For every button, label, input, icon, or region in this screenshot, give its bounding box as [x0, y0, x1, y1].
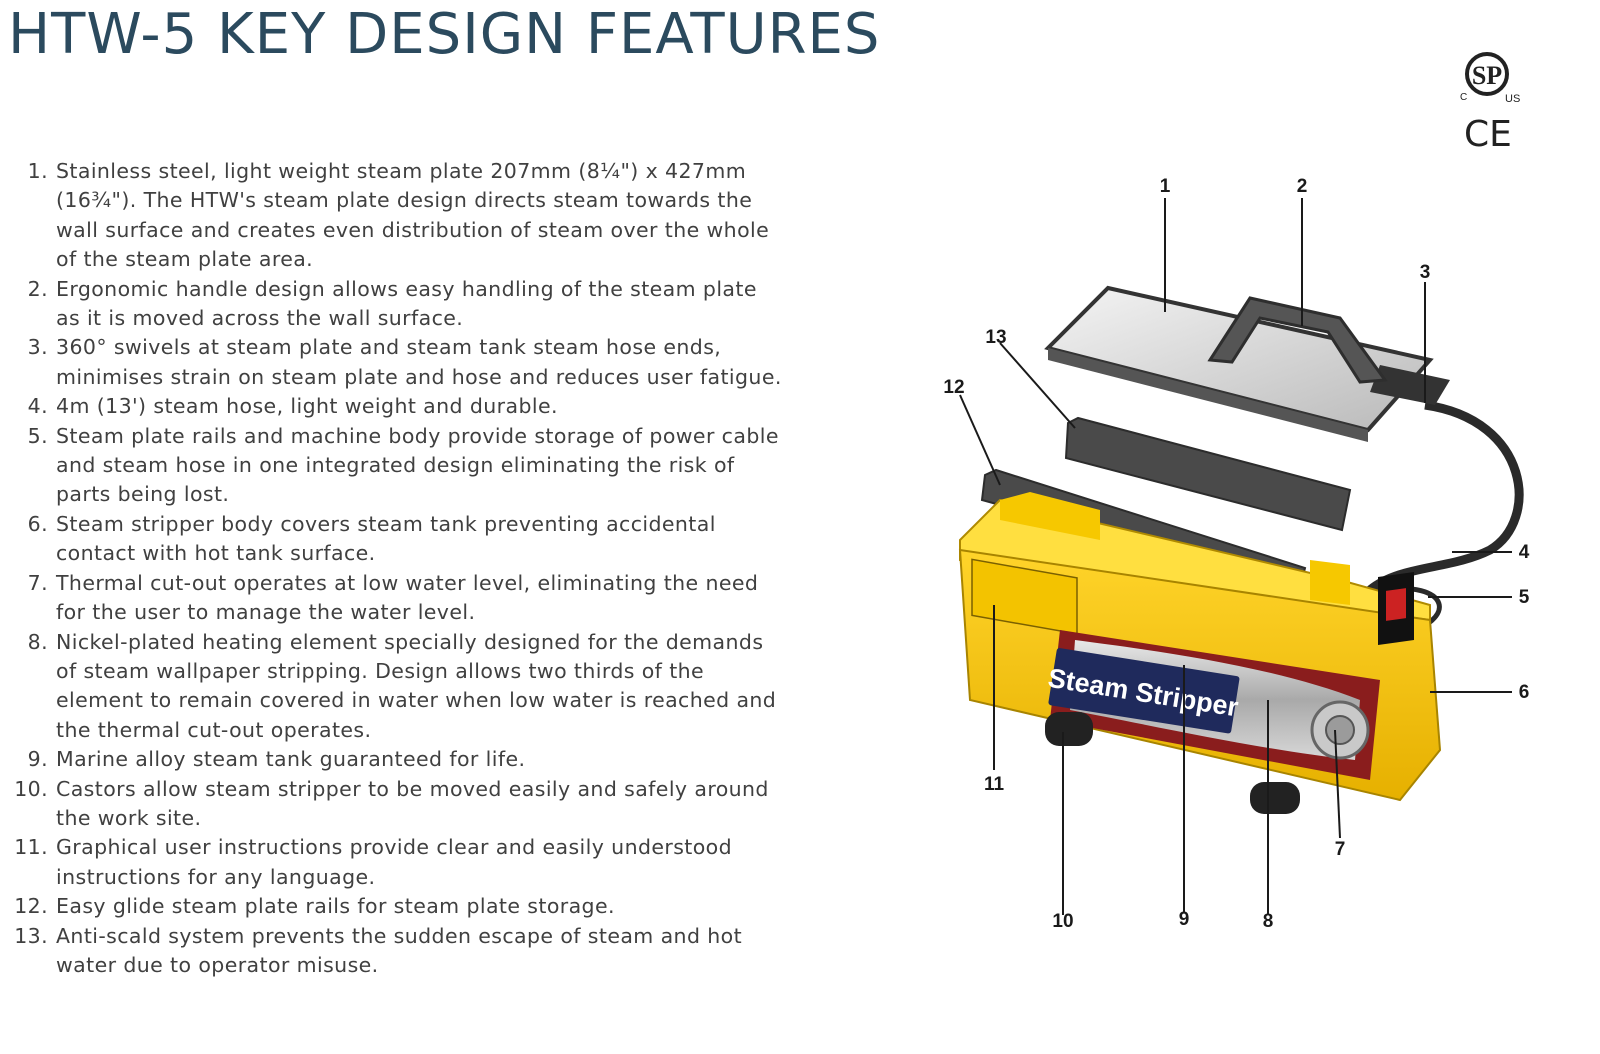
feature-number: 2. — [27, 276, 48, 301]
feature-item: 7. Thermal cut-out operates at low water … — [14, 569, 784, 628]
callout-11: 11 — [984, 774, 1005, 795]
feature-number: 10. — [14, 776, 48, 801]
steam-stripper-diagram: Steam Stripper 1 2 3 4 5 6 7 8 9 10 11 1… — [943, 176, 1530, 932]
feature-number: 4. — [27, 394, 48, 419]
feature-text: 360° swivels at steam plate and steam ta… — [56, 335, 782, 389]
feature-list: 1. Stainless steel, light weight steam pl… — [14, 157, 784, 980]
steam-plate — [1044, 285, 1450, 442]
steam-hose — [1367, 400, 1524, 594]
callout-8: 8 — [1263, 911, 1274, 932]
machine-body: Steam Stripper — [958, 492, 1442, 802]
callout-9: 9 — [1179, 909, 1190, 930]
feature-item: 5. Steam plate rails and machine body pro… — [14, 422, 784, 510]
feature-item: 11. Graphical user instructions provide c… — [14, 833, 784, 892]
feature-text: Graphical user instructions provide clea… — [56, 835, 733, 889]
callout-2: 2 — [1297, 176, 1308, 197]
leader-lines — [959, 198, 1512, 915]
feature-number: 13. — [14, 923, 48, 948]
feature-text: Marine alloy steam tank guaranteed for l… — [56, 747, 526, 772]
castors — [1045, 712, 1300, 814]
feature-text: Ergonomic handle design allows easy hand… — [56, 276, 757, 331]
feature-number: 8. — [27, 629, 48, 654]
feature-text: Stainless steel, light weight steam plat… — [56, 159, 770, 272]
feature-item: 9. Marine alloy steam tank guaranteed for… — [14, 745, 784, 774]
callout-1: 1 — [1160, 176, 1171, 197]
page-title: HTW-5 KEY DESIGN FEATURES — [8, 2, 881, 67]
feature-number: 6. — [27, 511, 48, 536]
handle — [1207, 296, 1388, 384]
feature-text: 4m (13') steam hose, light weight and du… — [56, 394, 558, 419]
callout-10: 10 — [1052, 911, 1073, 932]
feature-number: 11. — [14, 835, 48, 860]
feature-text: Steam stripper body covers steam tank pr… — [56, 511, 716, 566]
csa-c-text: C — [1460, 92, 1467, 103]
csa-us-text: US — [1505, 93, 1520, 105]
feature-number: 9. — [27, 747, 48, 772]
feature-item: 3. 360° swivels at steam plate and steam … — [14, 333, 784, 392]
feature-text: Easy glide steam plate rails for steam p… — [56, 894, 615, 919]
ce-mark-text: CE — [1464, 114, 1512, 152]
feature-number: 1. — [27, 159, 48, 183]
feature-item: 1. Stainless steel, light weight steam pl… — [14, 157, 784, 275]
callout-3: 3 — [1420, 262, 1431, 283]
feature-text: Nickel-plated heating element specially … — [56, 629, 777, 742]
feature-number: 7. — [27, 570, 48, 595]
feature-number: 5. — [27, 423, 48, 448]
callout-7: 7 — [1335, 839, 1346, 860]
feature-item: 2. Ergonomic handle design allows easy ha… — [14, 275, 784, 334]
feature-item: 12. Easy glide steam plate rails for stea… — [14, 892, 784, 921]
feature-number: 12. — [14, 894, 48, 919]
feature-item: 10. Castors allow steam stripper to be mo… — [14, 775, 784, 834]
ce-mark-icon: CE — [1464, 114, 1512, 152]
csa-mark-text: SP — [1472, 61, 1502, 90]
feature-number: 3. — [27, 335, 48, 360]
callout-13: 13 — [985, 327, 1006, 348]
callout-5: 5 — [1519, 587, 1530, 608]
feature-item: 8. Nickel-plated heating element speciall… — [14, 628, 784, 746]
callout-12: 12 — [943, 377, 964, 398]
feature-item: 13. Anti-scald system prevents the sudden… — [14, 922, 784, 981]
callout-4: 4 — [1519, 542, 1530, 563]
callout-6: 6 — [1519, 682, 1530, 703]
feature-text: Steam plate rails and machine body provi… — [56, 423, 779, 507]
csa-certification-icon: SP C US — [1460, 52, 1520, 105]
rail-upper — [1064, 416, 1352, 532]
feature-text: Castors allow steam stripper to be moved… — [56, 776, 769, 830]
feature-text: Anti-scald system prevents the sudden es… — [56, 923, 743, 977]
feature-text: Thermal cut-out operates at low water le… — [56, 570, 759, 625]
feature-item: 4. 4m (13') steam hose, light weight and … — [14, 392, 784, 421]
feature-item: 6. Steam stripper body covers steam tank … — [14, 510, 784, 569]
